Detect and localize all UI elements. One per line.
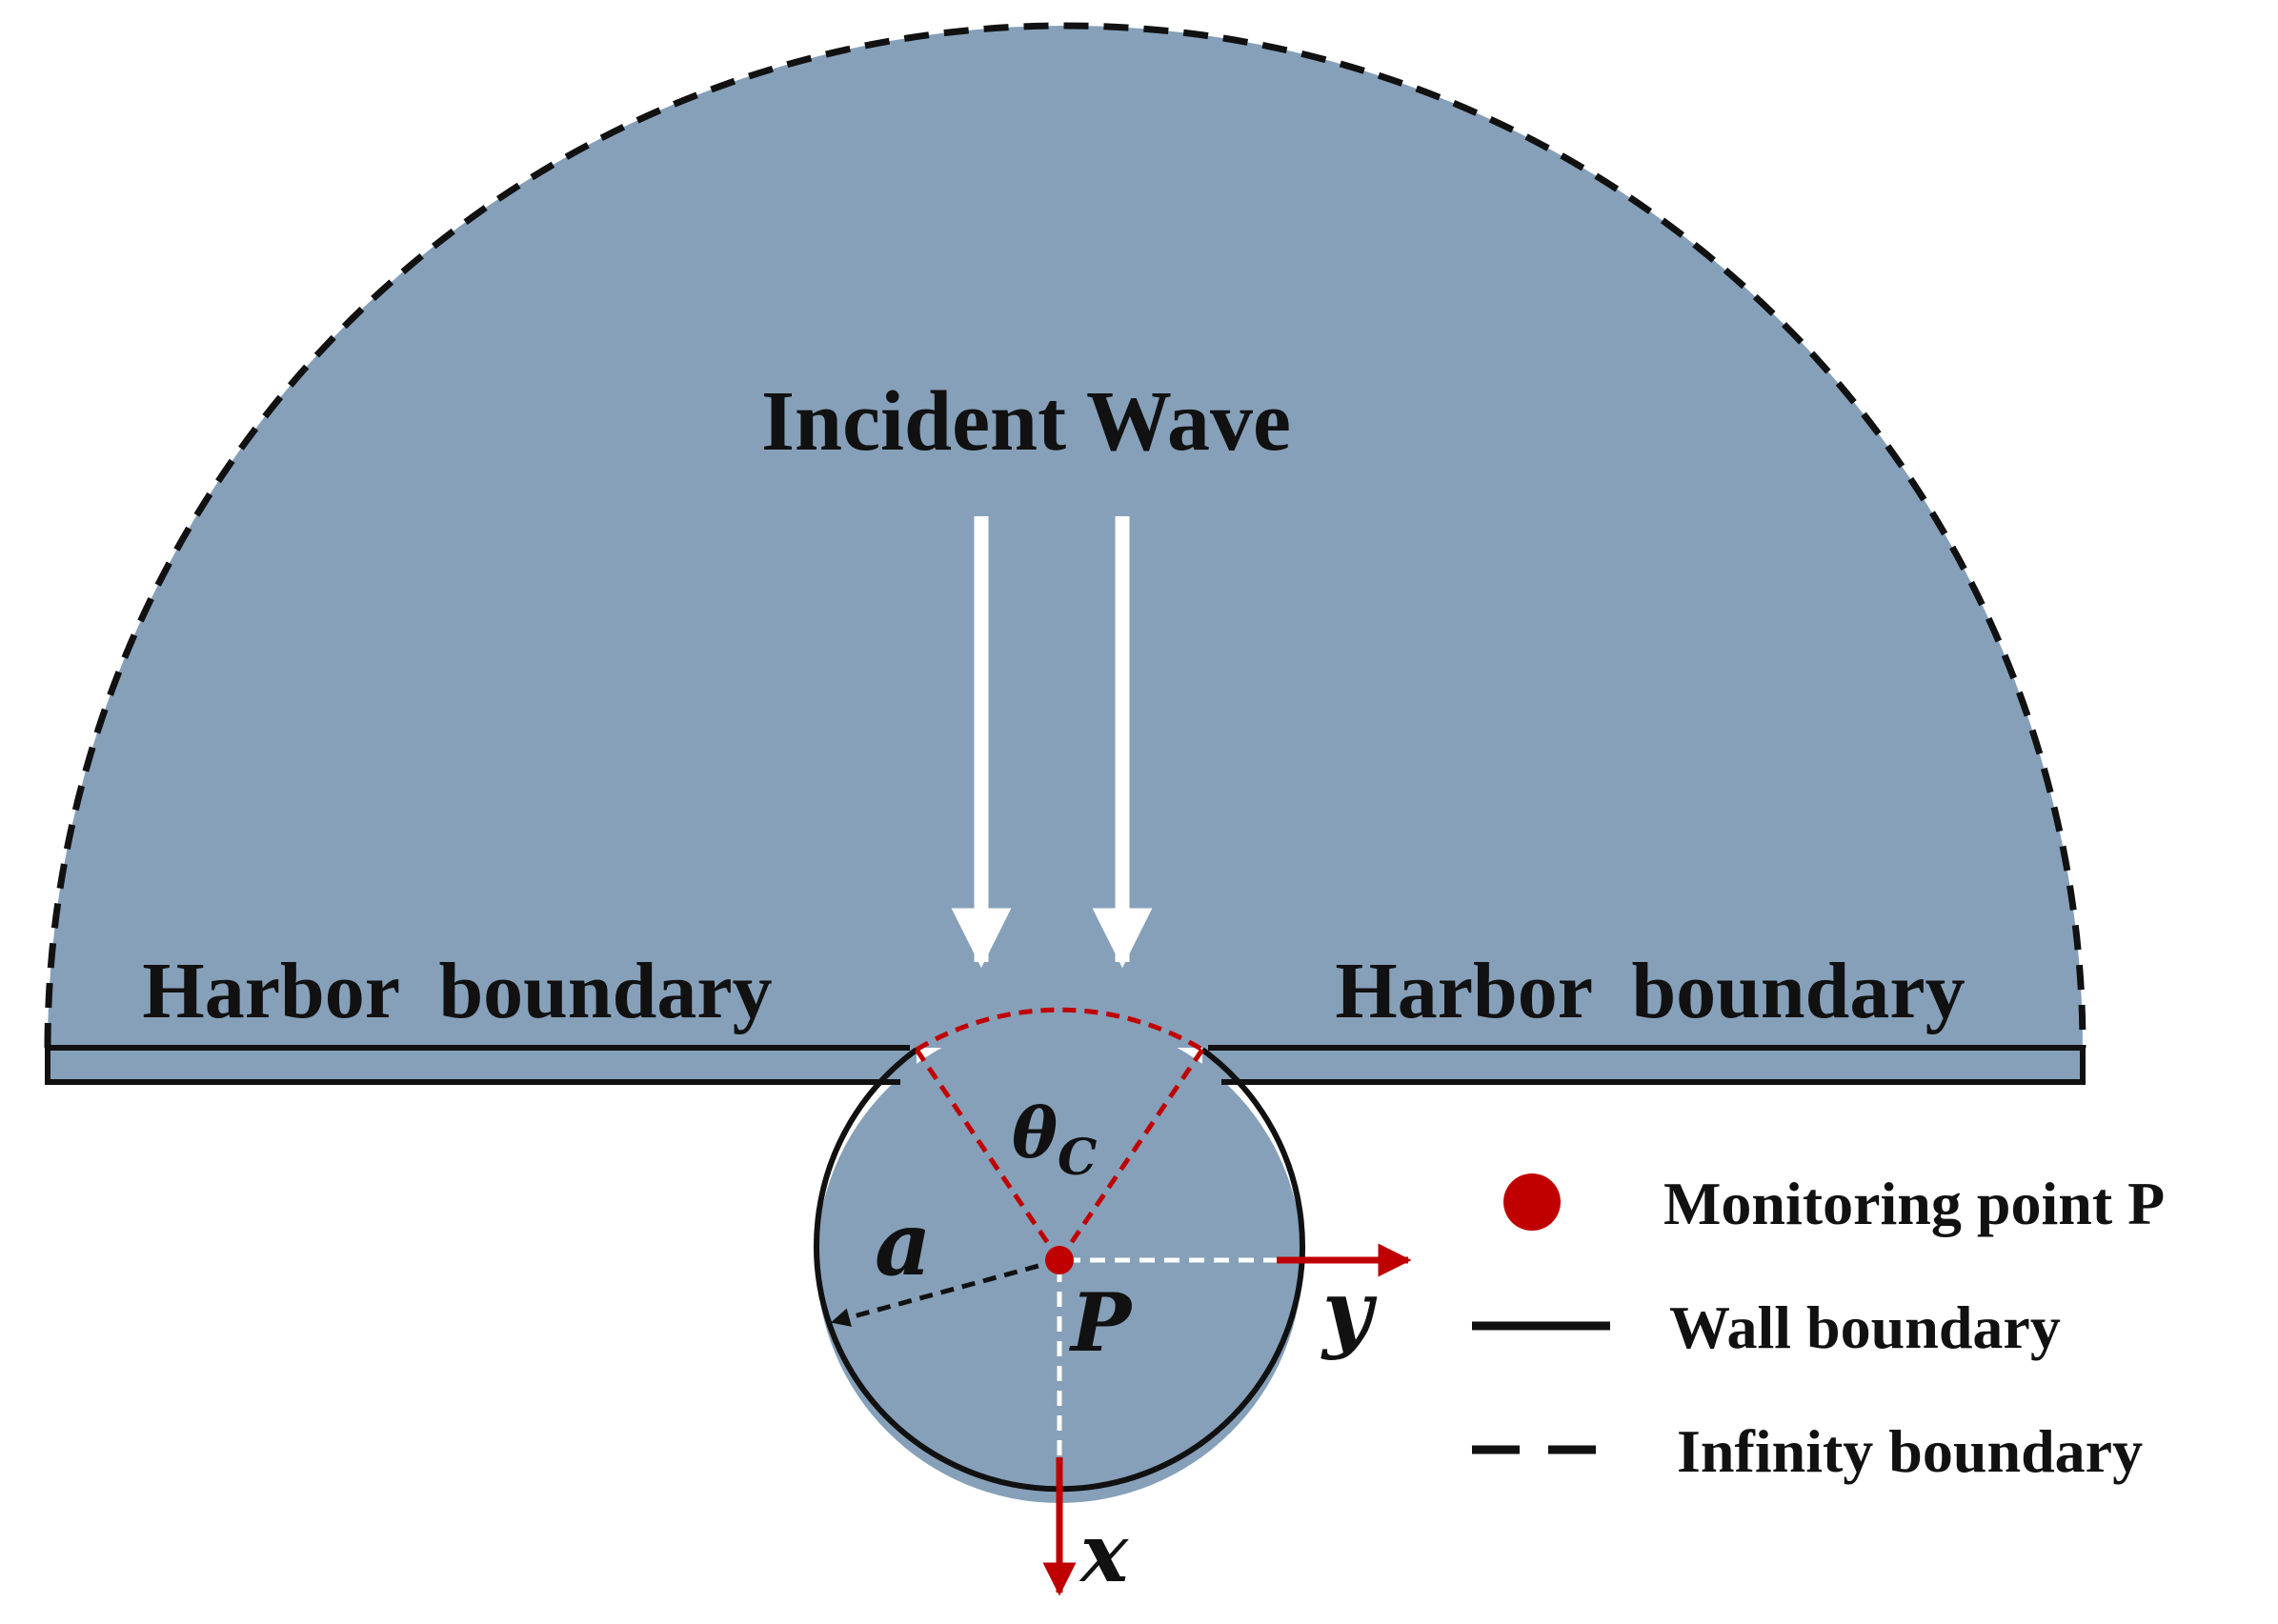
theta-label: θC	[1012, 1093, 1097, 1187]
incident-wave-title: Incident Wave	[761, 374, 1291, 469]
legend-wall-label: Wall boundary	[1669, 1293, 2061, 1361]
y-axis-label: y	[1320, 1261, 1378, 1362]
theta-subscript: C	[1058, 1129, 1097, 1187]
legend: Monitoring point P Wall boundary Infinit…	[1472, 1170, 2165, 1485]
legend-infinity-label: Infinity boundary	[1677, 1417, 2143, 1485]
breakwater-strip-right	[1202, 1048, 2083, 1082]
legend-monitoring-marker	[1503, 1173, 1561, 1231]
point-label: P	[1069, 1275, 1134, 1370]
monitoring-point	[1045, 1246, 1074, 1274]
radius-label: a	[875, 1193, 932, 1295]
harbor-boundary-right-label: Harbor boundary	[1335, 947, 1965, 1035]
wall-boundary-left	[45, 1045, 910, 1085]
theta-main: θ	[1012, 1093, 1058, 1173]
sea-region	[48, 26, 2083, 1048]
radius-arrow	[831, 1257, 1060, 1327]
infinity-boundary	[44, 22, 2086, 1049]
legend-monitoring-label: Monitoring point P	[1663, 1170, 2165, 1237]
breakwater-strip-left	[48, 1048, 917, 1082]
harbor-boundary-left-label: Harbor boundary	[142, 947, 772, 1035]
x-axis-label: x	[1079, 1506, 1129, 1600]
wall-boundary-right	[1208, 1045, 2086, 1085]
